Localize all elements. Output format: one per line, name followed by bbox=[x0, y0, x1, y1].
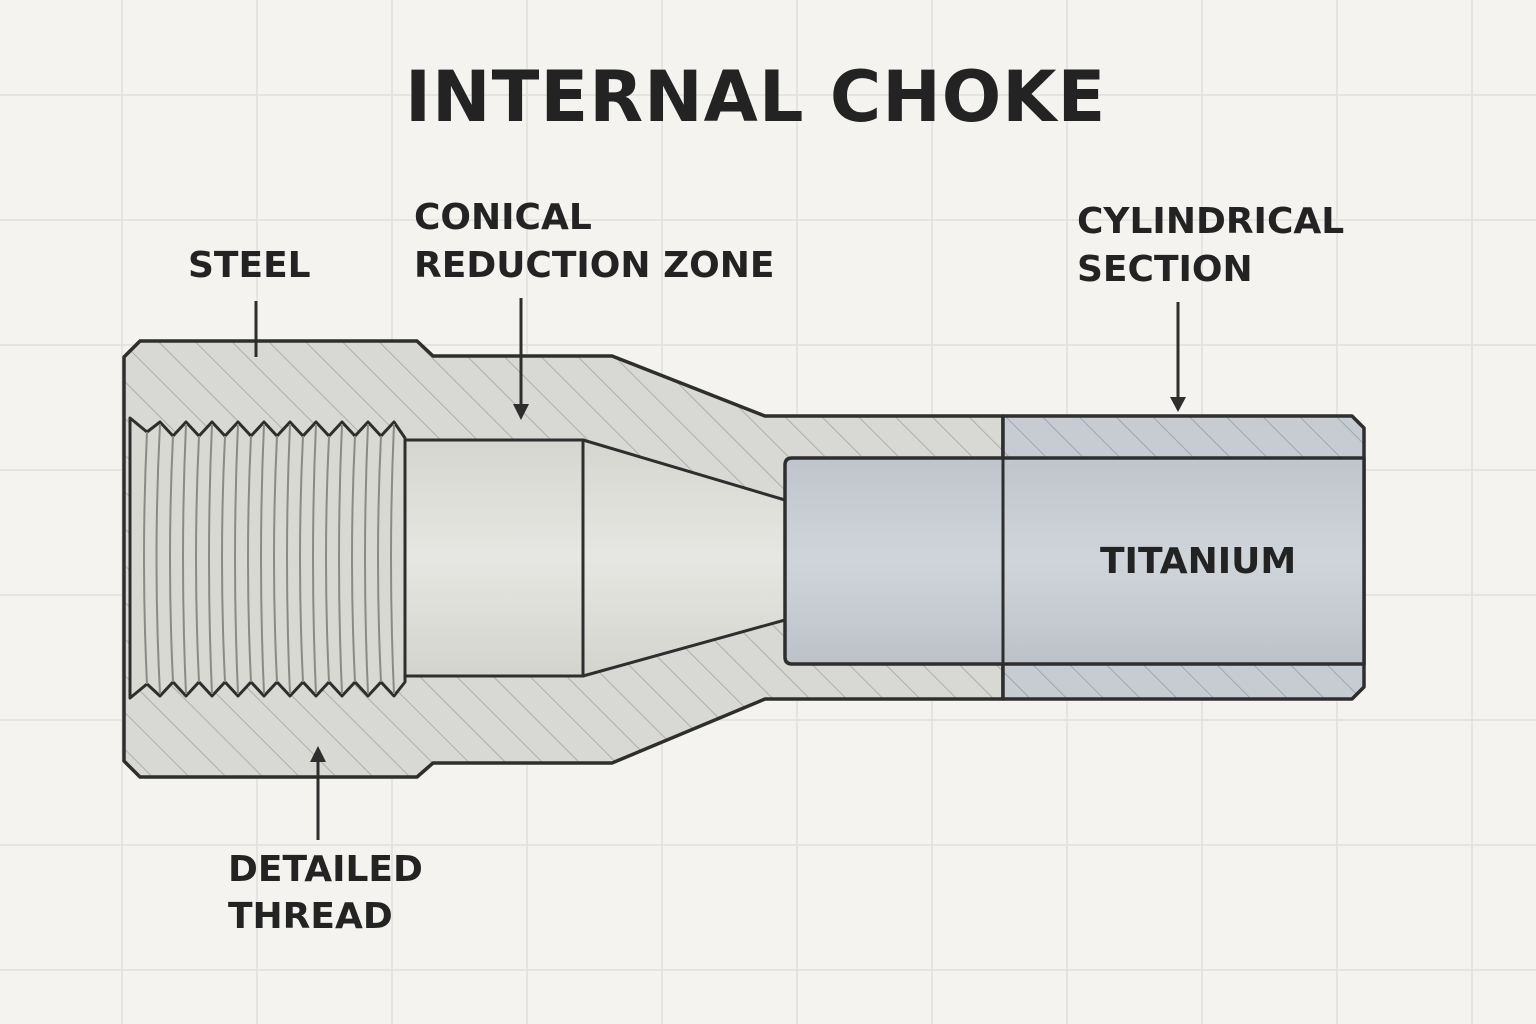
cylindrical-label-line1: CYLINDRICAL bbox=[1077, 201, 1345, 242]
leader-lines bbox=[254, 298, 1186, 840]
cylindrical-label-line2: SECTION bbox=[1077, 249, 1253, 290]
thread-label-line2: THREAD bbox=[228, 896, 393, 937]
straight-bore bbox=[403, 438, 585, 678]
thread-crests bbox=[143, 423, 395, 695]
threaded-bore bbox=[128, 416, 407, 700]
conical-label-line1: CONICAL bbox=[414, 197, 592, 238]
steel-label: STEEL bbox=[188, 245, 311, 286]
titanium-insert bbox=[783, 456, 1366, 666]
conical-label-line2: REDUCTION ZONE bbox=[414, 245, 775, 286]
diagram-title: INTERNAL CHOKE bbox=[405, 56, 1107, 138]
thread-label-line1: DETAILED bbox=[228, 849, 423, 890]
titanium-label: TITANIUM bbox=[1100, 541, 1297, 582]
